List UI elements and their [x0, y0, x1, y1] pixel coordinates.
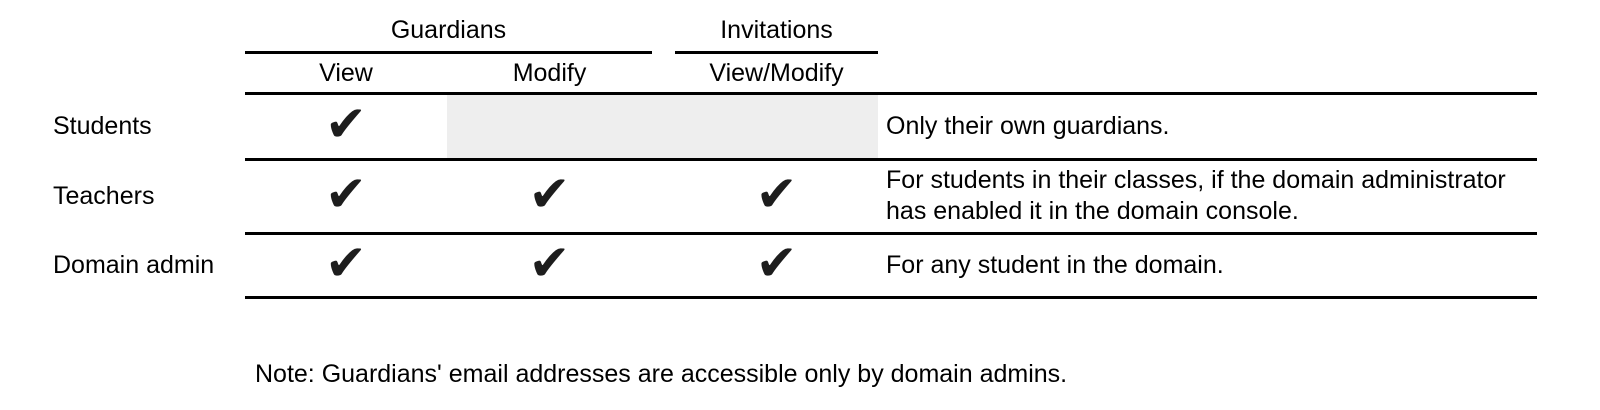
check-icon: ✔ [528, 233, 571, 292]
check-icon: ✔ [325, 233, 367, 292]
group-header-row: Guardians Invitations [53, 10, 1537, 54]
row-description-students: Only their own guardians. [878, 93, 1538, 161]
check-icon: ✔ [528, 164, 571, 223]
cell-admin-guardians-view: ✔ [245, 233, 447, 299]
empty-header-cell [878, 10, 1537, 52]
cell-students-guardians-modify [447, 93, 653, 161]
check-icon: ✔ [755, 233, 798, 292]
column-header-row: View Modify View/Modify [53, 52, 1538, 95]
cell-students-invitations-view-modify [675, 93, 879, 161]
cell-teachers-guardians-modify: ✔ [447, 159, 653, 235]
group-gap-cell [652, 10, 675, 52]
check-icon: ✔ [325, 164, 367, 223]
footnote: Note: Guardians' email addresses are acc… [255, 359, 1068, 388]
column-header-view-modify: View/Modify [675, 52, 879, 95]
check-icon: ✔ [325, 94, 367, 153]
cell-teachers-guardians-view: ✔ [245, 159, 447, 235]
row-label-students: Students [53, 112, 152, 140]
permissions-table: Guardians Invitations View Modify View/M… [53, 10, 1538, 299]
cell-admin-invitations-view-modify: ✔ [675, 233, 879, 299]
empty-header-cell [878, 52, 1538, 95]
empty-corner-cell [53, 10, 245, 52]
cell-admin-guardians-modify: ✔ [447, 233, 653, 299]
row-label-domain-admin: Domain admin [53, 251, 215, 279]
table-row-students: Students ✔ Only their own guardians. [53, 93, 1538, 161]
row-description-teachers: For students in their classes, if the do… [878, 159, 1538, 235]
empty-corner-cell [53, 52, 245, 93]
gap-cell [652, 93, 676, 161]
table-row-domain-admin: Domain admin ✔ ✔ ✔ For any student in th… [53, 233, 1538, 299]
header-gap-cell [652, 52, 676, 95]
row-description-domain-admin: For any student in the domain. [878, 233, 1538, 299]
table-row-teachers: Teachers ✔ ✔ ✔ For students in their cla… [53, 159, 1538, 235]
gap-cell [652, 159, 676, 235]
cell-teachers-invitations-view-modify: ✔ [675, 159, 879, 235]
gap-cell [652, 233, 676, 299]
row-label-teachers: Teachers [53, 182, 155, 210]
column-header-modify: Modify [447, 52, 653, 95]
group-header-guardians: Guardians [245, 10, 653, 54]
cell-students-guardians-view: ✔ [245, 93, 447, 161]
column-header-view: View [245, 52, 447, 95]
group-header-invitations: Invitations [675, 10, 879, 54]
check-icon: ✔ [755, 164, 798, 223]
